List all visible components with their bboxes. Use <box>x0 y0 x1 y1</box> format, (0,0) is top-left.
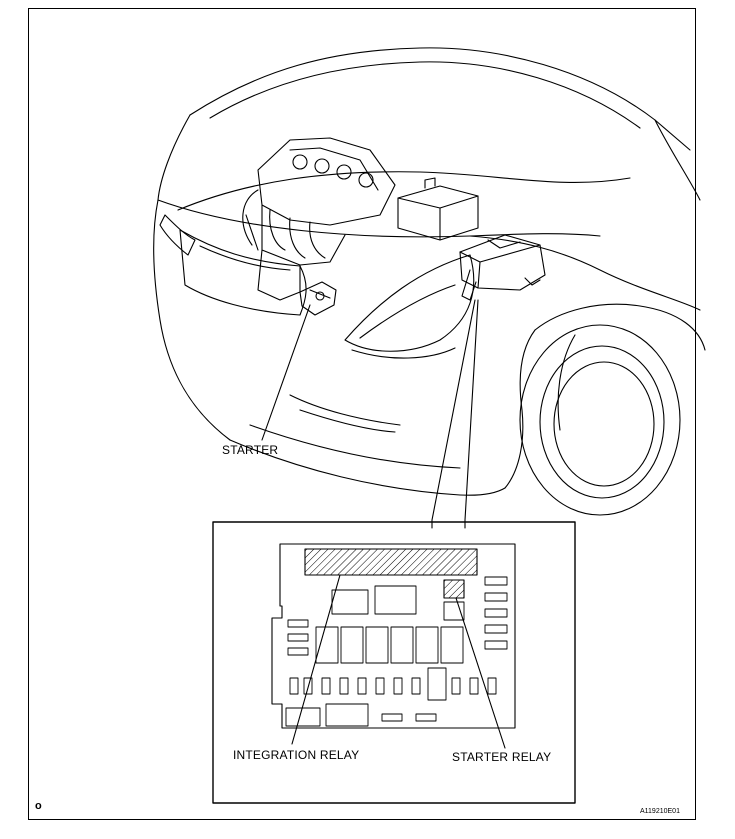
relay-block-outline <box>271 543 516 729</box>
detail-inset-box <box>212 521 576 804</box>
starter-relay <box>443 579 465 599</box>
page-mark: o <box>35 800 42 812</box>
relay-block-leader-right <box>464 299 479 529</box>
relay-block-leader-left <box>431 299 476 529</box>
starter-relay-label: STARTER RELAY <box>452 750 552 764</box>
fuse-and-relay-grid <box>285 576 508 727</box>
engine <box>242 137 546 316</box>
integration-relay-label: INTEGRATION RELAY <box>233 748 360 762</box>
starter-relay-leader-line <box>455 597 506 749</box>
figure-frame <box>28 8 696 820</box>
integration-relay <box>304 548 478 576</box>
car-body-outline <box>153 47 706 516</box>
figure-reference-code: A119210E01 <box>640 808 680 815</box>
integration-relay-leader-line <box>291 574 341 745</box>
starter-label: STARTER <box>222 443 279 457</box>
starter-leader-line <box>261 304 311 441</box>
